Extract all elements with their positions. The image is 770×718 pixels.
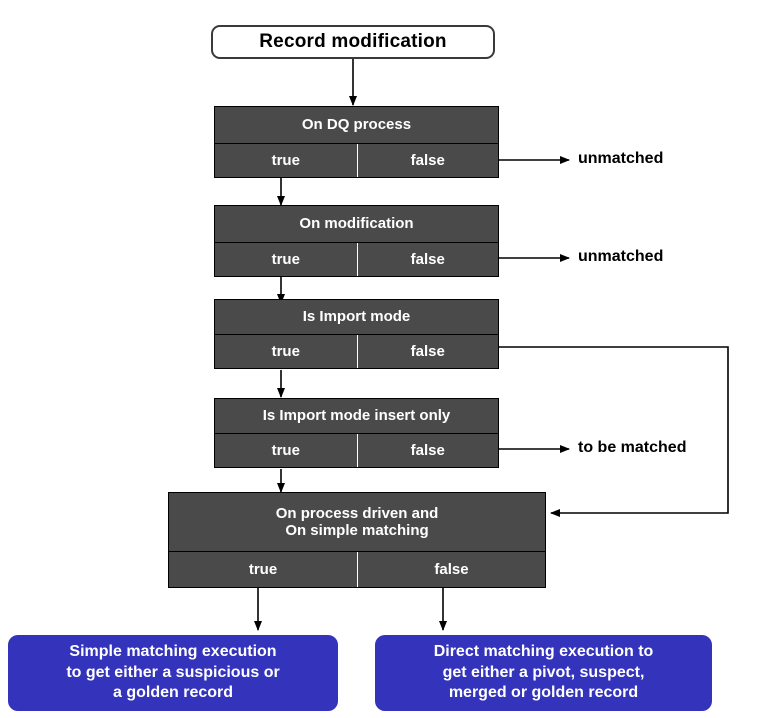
node-simple-matching-execution-line1: Simple matching execution	[69, 642, 277, 660]
node-matching-title-line1: On process driven and	[275, 504, 439, 522]
node-on-dq-process-title: On DQ process	[214, 106, 499, 144]
node-direct-matching-execution-line2: get either a pivot, suspect,	[442, 663, 645, 681]
node-simple-matching-execution[interactable]: Simple matching execution to get either …	[8, 635, 338, 711]
node-record-modification[interactable]: Record modification	[211, 25, 495, 59]
node-is-import-mode-insert-only-title: Is Import mode insert only	[214, 398, 499, 434]
node-simple-matching-execution-line3: a golden record	[112, 684, 234, 702]
branch-true-on-process-driven-and-on-simple-matching[interactable]: true	[248, 561, 278, 578]
node-on-process-driven-and-on-simple-matching-branches: true false	[168, 552, 546, 588]
node-is-import-mode-branches: true false	[214, 335, 499, 369]
node-on-modification-title: On modification	[214, 205, 499, 243]
node-is-import-mode-title: Is Import mode	[214, 299, 499, 335]
node-is-import-mode[interactable]: Is Import mode true false	[214, 299, 499, 369]
node-on-dq-process[interactable]: On DQ process true false	[214, 106, 499, 178]
outcome-unmatched-2: unmatched	[578, 248, 664, 265]
branch-false-on-dq-process[interactable]: false	[356, 144, 499, 177]
node-on-dq-process-branches: true false	[214, 144, 499, 178]
node-is-import-mode-insert-only-branches: true false	[214, 434, 499, 468]
node-record-modification-label: Record modification	[259, 31, 447, 52]
branch-true-on-dq-process[interactable]: true	[271, 152, 300, 169]
outcome-to-be-matched: to be matched	[578, 439, 687, 456]
node-on-process-driven-and-on-simple-matching[interactable]: On process driven and On simple matching…	[168, 492, 546, 588]
branch-false-is-import-mode[interactable]: false	[356, 335, 499, 368]
edge-import-false-to-matching	[499, 346, 729, 517]
node-direct-matching-execution-line3: merged or golden record	[448, 684, 639, 702]
node-direct-matching-execution[interactable]: Direct matching execution to get either …	[375, 635, 712, 711]
node-is-import-mode-insert-only[interactable]: Is Import mode insert only true false	[214, 398, 499, 468]
outcome-unmatched-1: unmatched	[578, 150, 664, 167]
node-on-process-driven-and-on-simple-matching-title: On process driven and On simple matching	[168, 492, 546, 552]
node-matching-title-line2: On simple matching	[285, 522, 429, 539]
node-simple-matching-execution-line2: to get either a suspicious or	[66, 663, 280, 681]
branch-false-is-import-mode-insert-only[interactable]: false	[356, 434, 499, 467]
node-direct-matching-execution-line1: Direct matching execution to	[433, 642, 654, 660]
node-on-modification-branches: true false	[214, 243, 499, 277]
branch-true-is-import-mode[interactable]: true	[271, 343, 300, 360]
branch-true-on-modification[interactable]: true	[271, 251, 300, 268]
branch-true-is-import-mode-insert-only[interactable]: true	[271, 442, 300, 459]
branch-false-on-process-driven-and-on-simple-matching[interactable]: false	[357, 552, 545, 587]
branch-false-on-modification[interactable]: false	[356, 243, 499, 276]
node-on-modification[interactable]: On modification true false	[214, 205, 499, 277]
